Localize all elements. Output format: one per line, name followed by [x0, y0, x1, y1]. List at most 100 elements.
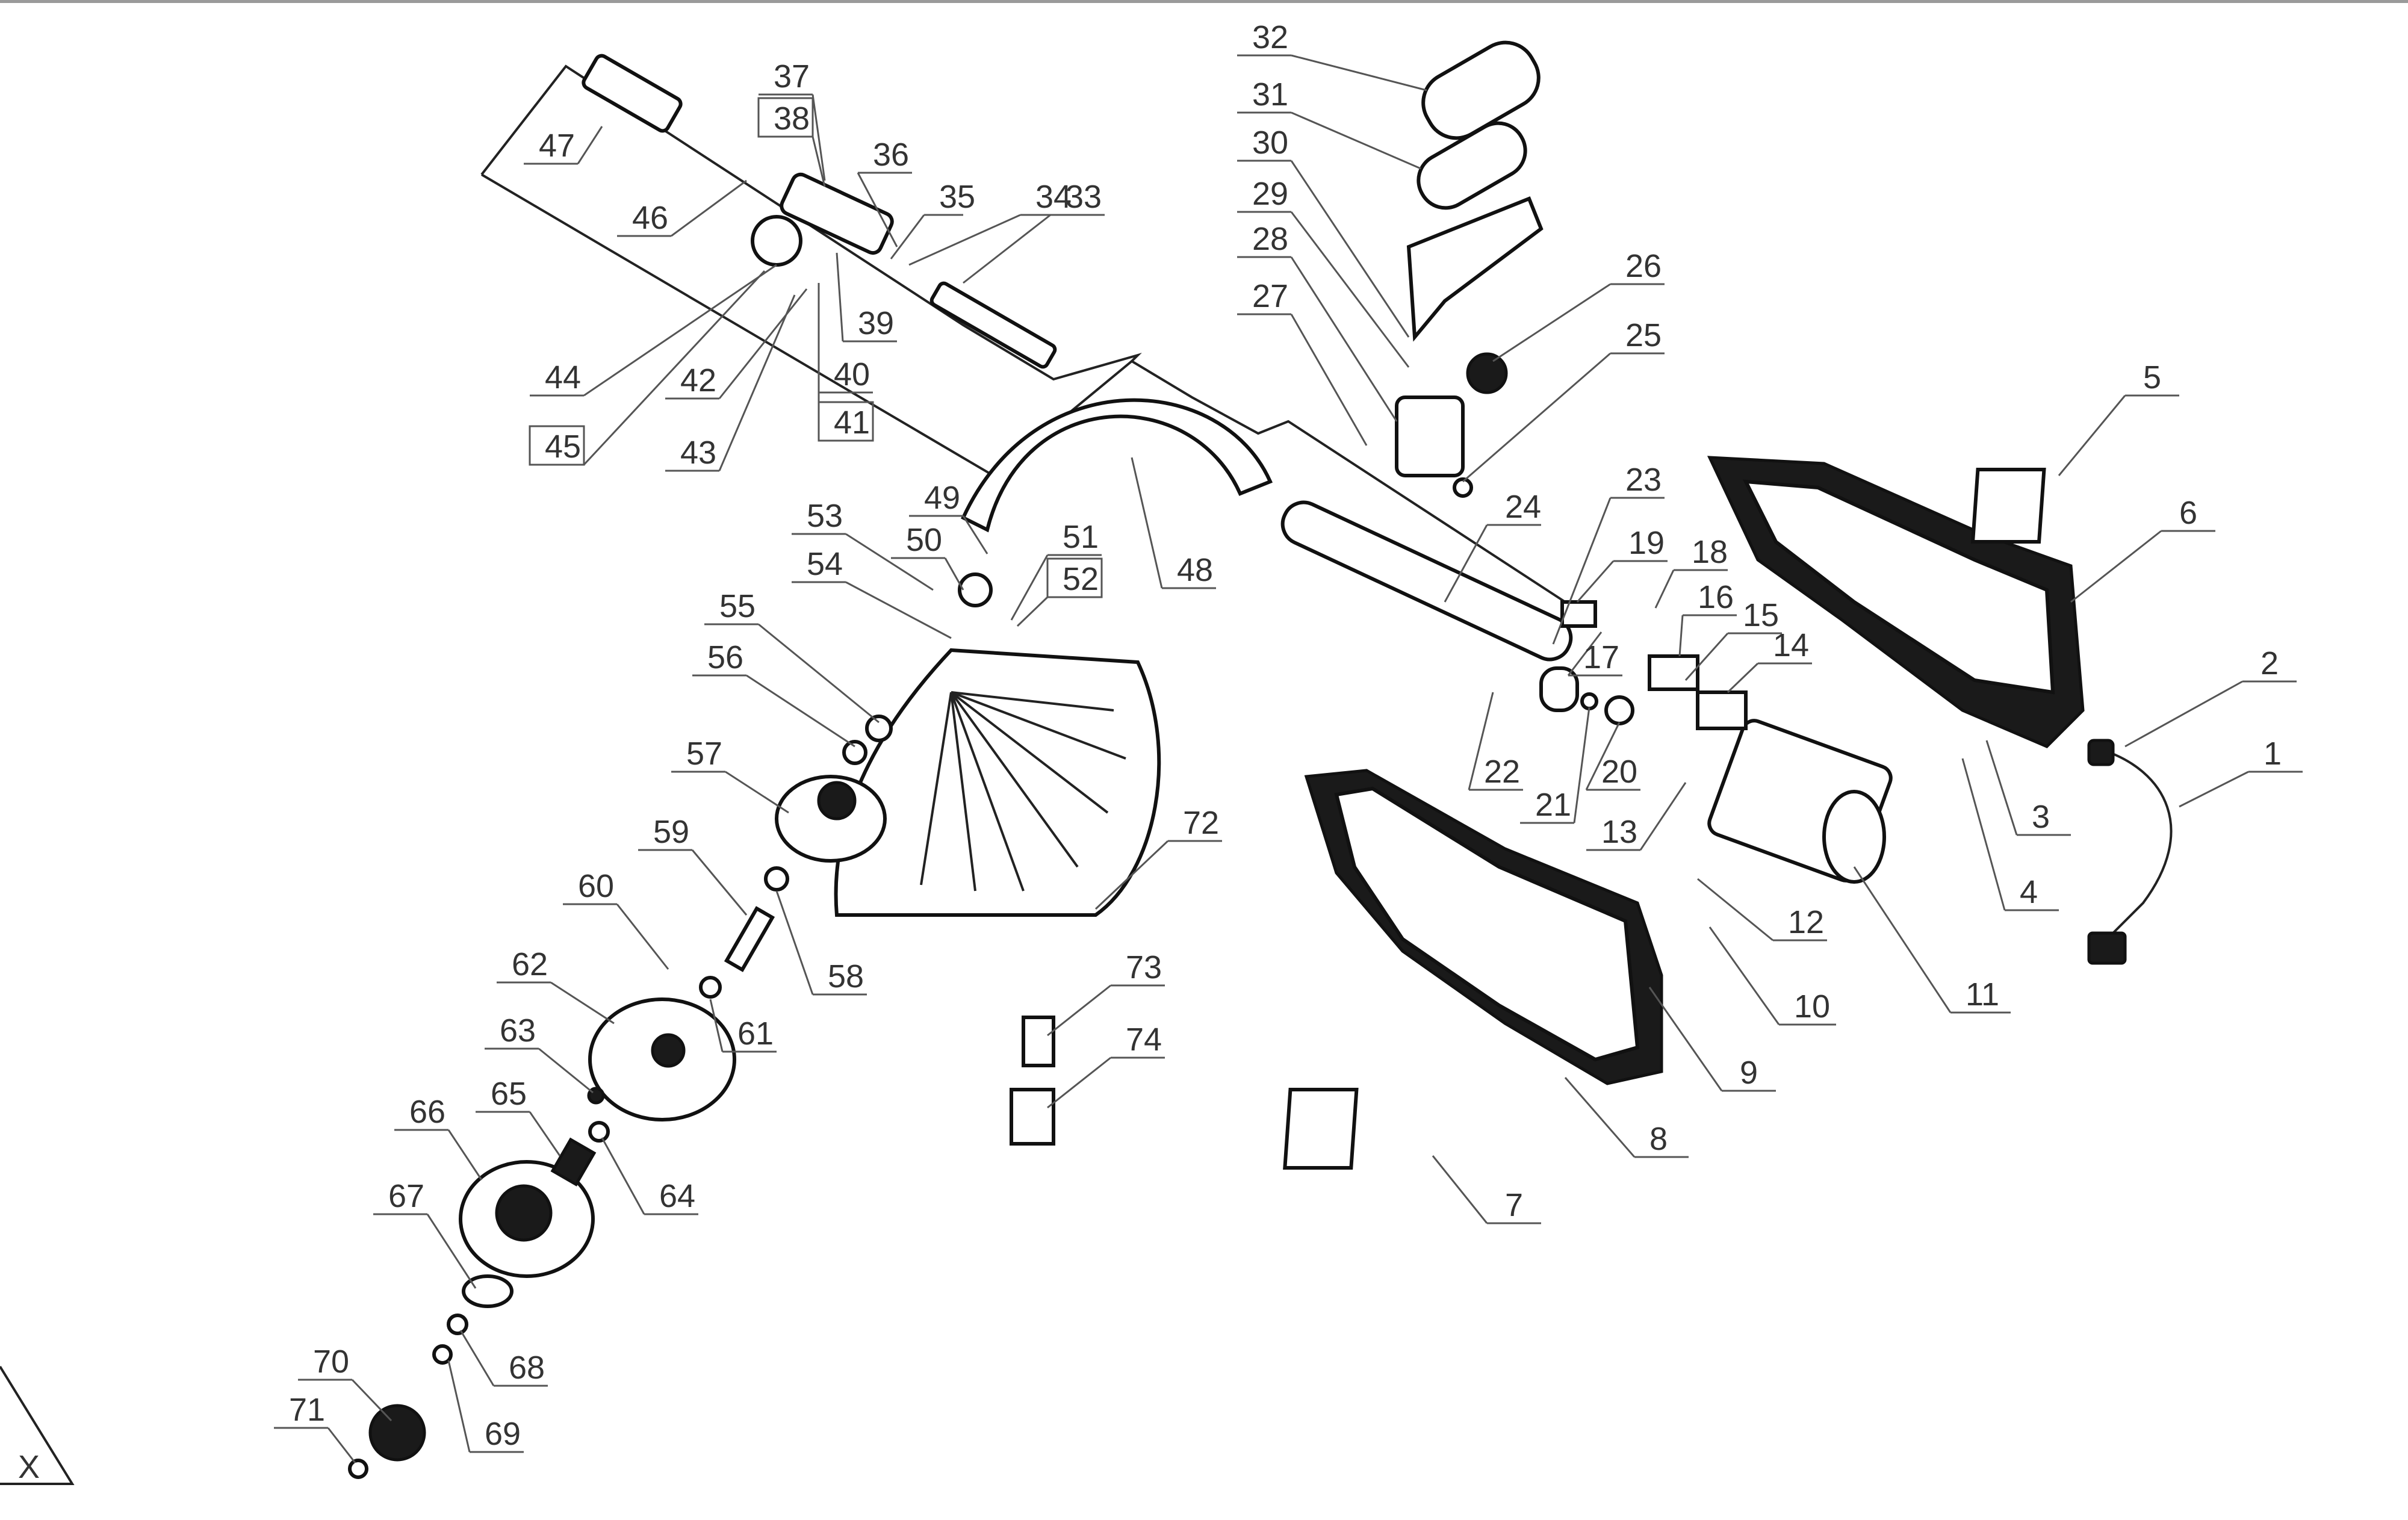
callout-label-56: 56: [707, 639, 743, 675]
coupling-23: [1539, 666, 1579, 712]
callout-label-46: 46: [632, 200, 668, 236]
callout-label-42: 42: [680, 362, 716, 399]
bracket-73: [1022, 1016, 1055, 1067]
callout-label-72: 72: [1183, 805, 1219, 841]
callout-leader-44: [583, 264, 777, 397]
callout-leader-50: [944, 557, 964, 591]
callout-label-6: 6: [2179, 495, 2197, 531]
callout-label-32: 32: [1252, 19, 1288, 55]
shaft-24: [1280, 500, 1573, 662]
nut-71: [348, 1459, 368, 1479]
callout-label-70: 70: [313, 1344, 349, 1380]
callout-leader-31: [1291, 111, 1421, 170]
callout-leader-30: [1290, 160, 1410, 338]
callout-leader-7: [1432, 1155, 1488, 1224]
callout-label-2: 2: [2261, 645, 2279, 681]
callout-label-36: 36: [873, 137, 909, 173]
knob-26: [1466, 352, 1508, 394]
callout-leader-56: [746, 674, 855, 748]
callout-label-26: 26: [1625, 248, 1662, 284]
callout-leader-8: [1564, 1077, 1636, 1158]
washer-67: [462, 1274, 514, 1308]
washer-68: [447, 1314, 468, 1335]
callout-leader-68: [459, 1330, 495, 1386]
gearbox-57-core: [817, 781, 857, 820]
callout-box-52: [1046, 557, 1103, 598]
callout-label-62: 62: [512, 946, 548, 982]
spool-62-hub: [651, 1033, 686, 1068]
callout-leader-46: [671, 179, 747, 237]
callout-label-21: 21: [1535, 787, 1571, 823]
callout-leader-27: [1290, 314, 1368, 446]
guard-ribs: [920, 691, 1126, 892]
callout-leader-69: [447, 1360, 471, 1453]
callout-leader-72: [1094, 840, 1169, 910]
callout-label-9: 9: [1740, 1055, 1758, 1091]
label-plate-7: [1283, 1088, 1359, 1170]
callout-leader-43: [718, 294, 796, 471]
callout-leader-33: [963, 214, 1051, 284]
callout-leader-18: [1654, 569, 1675, 609]
callout-label-71: 71: [289, 1392, 325, 1428]
knob-70: [368, 1404, 426, 1462]
switch-housing: [780, 172, 894, 255]
callout-leader-64: [601, 1137, 645, 1215]
grip-47: [582, 54, 683, 133]
callout-label-47: 47: [539, 128, 575, 164]
callout-leader-34: [908, 214, 1021, 266]
callout-leader-67: [426, 1214, 477, 1289]
callout-leader-74: [1047, 1056, 1111, 1109]
part-19: [1560, 600, 1597, 628]
callout-label-45: 45: [545, 429, 581, 465]
washer-55: [865, 715, 893, 742]
callout-label-40: 40: [834, 356, 870, 392]
callout-leader-55: [758, 623, 880, 724]
callout-label-20: 20: [1601, 754, 1637, 790]
knob-44: [751, 215, 802, 267]
callout-leader-45: [583, 270, 766, 466]
callout-leader-26: [1492, 283, 1611, 362]
callout-label-52: 52: [1063, 561, 1099, 597]
callout-leader-61: [709, 999, 724, 1052]
callout-label-23: 23: [1625, 462, 1662, 498]
nut-25: [1453, 477, 1473, 498]
washer-64: [588, 1121, 610, 1143]
callout-leader-20: [1585, 722, 1621, 790]
callout-leader-47: [577, 126, 603, 164]
callout-leader-58: [775, 890, 814, 995]
callout-label-17: 17: [1583, 639, 1619, 675]
callout-label-31: 31: [1252, 76, 1288, 113]
callout-label-10: 10: [1794, 988, 1830, 1025]
callout-leader-63: [538, 1047, 594, 1094]
callout-box-45: [529, 425, 585, 466]
callout-leader-36: [857, 172, 898, 247]
top-border-line: [0, 0, 2408, 3]
callout-label-8: 8: [1649, 1121, 1668, 1157]
upper-shaft-outline: [480, 64, 1566, 603]
callout-box-41: [818, 401, 874, 442]
callout-leader-35: [890, 214, 925, 259]
shaft-59: [724, 906, 775, 972]
curved-shaft-48: [961, 398, 1273, 533]
callout-leader-14: [1727, 662, 1759, 693]
spring-65: [550, 1137, 597, 1187]
callout-label-3: 3: [2032, 799, 2050, 835]
callout-leader-25: [1462, 352, 1611, 483]
callout-label-44: 44: [545, 359, 581, 396]
callout-label-68: 68: [509, 1350, 545, 1386]
callout-leader-38: [811, 136, 826, 187]
part-drawings: [348, 40, 2173, 1479]
callout-leader-60: [616, 904, 669, 970]
callout-label-58: 58: [828, 958, 864, 994]
cord-clamp-2: [2087, 739, 2115, 766]
callout-leader-2: [2124, 680, 2243, 748]
callout-label-16: 16: [1698, 579, 1734, 615]
callout-leader-59: [691, 849, 748, 916]
callout-leader-71: [327, 1427, 356, 1463]
callout-label-38: 38: [774, 101, 810, 137]
callout-label-59: 59: [653, 814, 689, 850]
callout-label-41: 41: [834, 405, 870, 441]
part-16: [1648, 654, 1699, 691]
callout-label-7: 7: [1505, 1187, 1523, 1223]
